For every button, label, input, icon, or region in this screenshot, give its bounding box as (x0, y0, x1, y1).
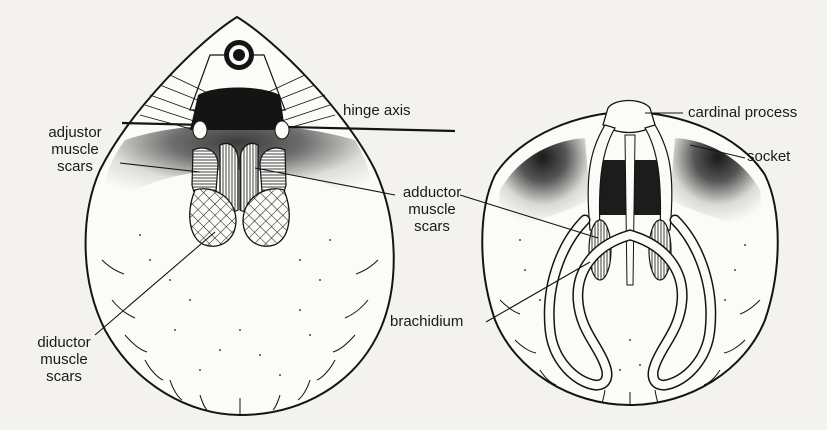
label-adductor-line2: muscle (392, 201, 472, 218)
tooth-right (275, 121, 289, 139)
label-socket: socket (747, 148, 790, 165)
label-adjustor-line3: scars (30, 158, 120, 175)
label-adjustor-line1: adjustor (30, 124, 120, 141)
label-cardinal-process: cardinal process (688, 104, 797, 121)
label-adductor-line1: adductor (392, 184, 472, 201)
tooth-left (193, 121, 207, 139)
label-diductor-line3: scars (24, 368, 104, 385)
label-diductor-line1: diductor (24, 334, 104, 351)
label-diductor-line2: muscle (24, 351, 104, 368)
label-brachidium: brachidium (390, 313, 463, 330)
label-hinge-axis: hinge axis (343, 102, 411, 119)
label-diductor-muscle-scars: diductor muscle scars (24, 334, 104, 385)
label-adjustor-muscle-scars: adjustor muscle scars (30, 124, 120, 175)
label-adductor-line3: scars (392, 218, 472, 235)
median-septum (625, 135, 635, 285)
label-adjustor-line2: muscle (30, 141, 120, 158)
label-adductor-muscle-scars: adductor muscle scars (392, 184, 472, 235)
brachial-valve (482, 101, 778, 406)
